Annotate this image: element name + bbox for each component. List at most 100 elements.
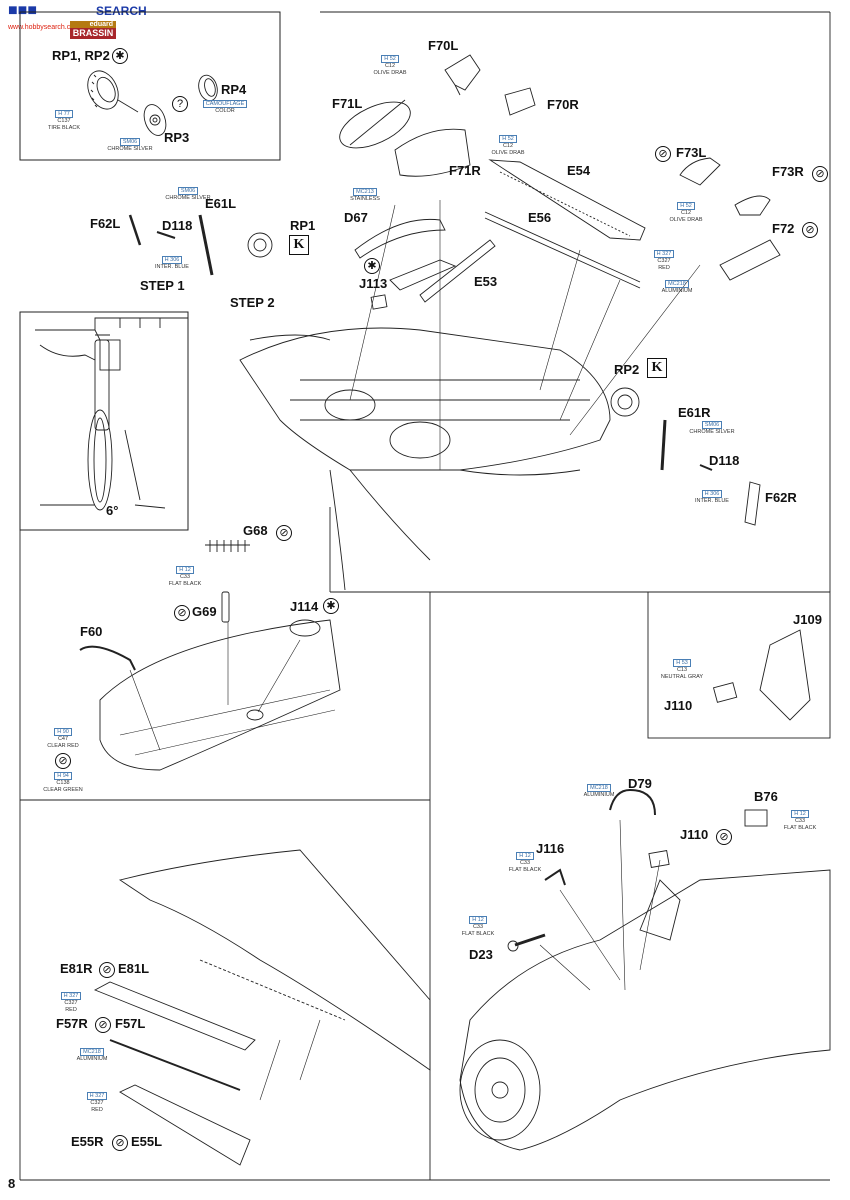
part-f72-art <box>719 239 781 281</box>
label-rp1: RP1 <box>290 218 316 233</box>
label-e61r: E61R <box>678 405 711 420</box>
watermark-site: SEARCH <box>96 4 147 18</box>
part-e61l-art <box>198 214 214 276</box>
watermark-logo: ■■■ <box>8 2 37 19</box>
blank-part-icon: ⊘ <box>802 222 818 238</box>
watermark-sub: www.hobbysearch.com <box>8 24 80 31</box>
label-f70r: F70R <box>547 97 579 112</box>
label-e56: E56 <box>528 210 552 225</box>
label-f57l: F57L <box>115 1016 146 1031</box>
part-b76-art <box>744 809 768 827</box>
label-f60: F60 <box>80 624 103 639</box>
part-e81-art <box>93 981 256 1051</box>
label-j109: J109 <box>793 612 822 627</box>
part-f62r-art <box>744 481 761 526</box>
label-f73l: F73L <box>676 145 707 160</box>
label-j116: J116 <box>536 841 565 856</box>
label-rp2: RP2 <box>614 362 640 377</box>
part-f71r-art <box>394 128 471 177</box>
engine-cowl-art <box>459 1039 541 1141</box>
wing-gear-well <box>239 327 611 591</box>
blank-part-icon: ⊘ <box>716 829 732 845</box>
label-d79: D79 <box>628 776 652 791</box>
part-j110b-art <box>648 850 670 868</box>
part-j110a-art <box>712 682 738 703</box>
part-j113-art <box>370 294 388 310</box>
part-g69-art <box>221 591 230 623</box>
label-g69: G69 <box>192 604 217 619</box>
blank-part-icon: ⊘ <box>812 166 828 182</box>
blank-part-icon: ⊘ <box>95 1017 111 1033</box>
wheel-rp4 <box>198 74 218 102</box>
page-number: 8 <box>8 1176 16 1191</box>
label-f71r: F71R <box>449 163 481 178</box>
step-2-label: STEP 2 <box>230 295 275 310</box>
label-j110-bottom: J110 <box>680 827 709 842</box>
label-j114: J114 <box>290 599 319 614</box>
part-e61r-art <box>660 419 667 471</box>
seat-art <box>639 879 681 941</box>
fuselage-art <box>459 869 831 1151</box>
star-icon: ✱ <box>112 48 128 64</box>
part-e56-art <box>484 211 641 283</box>
angle-label: 6° <box>106 503 119 518</box>
label-d118-right: D118 <box>709 453 740 468</box>
lower-wing-art <box>118 849 431 1071</box>
label-e61l: E61L <box>205 196 237 211</box>
part-f70l-art <box>444 54 481 96</box>
box-wheels-frame <box>19 11 281 161</box>
part-f62l-art <box>128 214 142 246</box>
part-e54-art <box>488 159 646 241</box>
wheel-rp3 <box>143 104 167 136</box>
part-d67-art <box>354 218 446 259</box>
blank-part-icon: ⊘ <box>174 605 190 621</box>
part-g68-art <box>205 540 250 552</box>
part-f73l-art <box>679 157 721 186</box>
label-e55r: E55R <box>71 1134 104 1149</box>
label-f62l: F62L <box>90 216 121 231</box>
label-b76: B76 <box>754 789 778 804</box>
blank-part-icon: ⊘ <box>655 146 671 162</box>
label-e81r: E81R <box>60 961 93 976</box>
part-f60-art <box>79 645 136 671</box>
label-f70l: F70L <box>428 38 459 53</box>
blank-part-icon: ⊘ <box>55 753 71 769</box>
part-d79-art <box>609 788 656 816</box>
label-e81l: E81L <box>118 961 150 976</box>
k-marker-icon: K <box>289 235 309 255</box>
label-rp1-rp2: RP1, RP2 <box>52 48 110 63</box>
part-e55-art <box>119 1084 251 1166</box>
k-marker-icon: K <box>647 358 667 378</box>
label-e53: E53 <box>474 274 498 289</box>
part-rp1-art <box>247 232 273 258</box>
part-j114-art <box>289 619 321 637</box>
label-f72: F72 <box>772 221 795 236</box>
part-f71l-art <box>339 101 411 149</box>
label-g68: G68 <box>243 523 268 538</box>
question-mark-icon: ? <box>172 96 188 112</box>
star-icon: ✱ <box>323 598 339 614</box>
brand-bottom: BRASSIN <box>70 28 116 39</box>
part-j109-art <box>759 629 811 721</box>
part-rp2-art <box>610 387 640 417</box>
label-d118-left: D118 <box>162 218 193 233</box>
part-f57-art <box>109 1039 241 1091</box>
